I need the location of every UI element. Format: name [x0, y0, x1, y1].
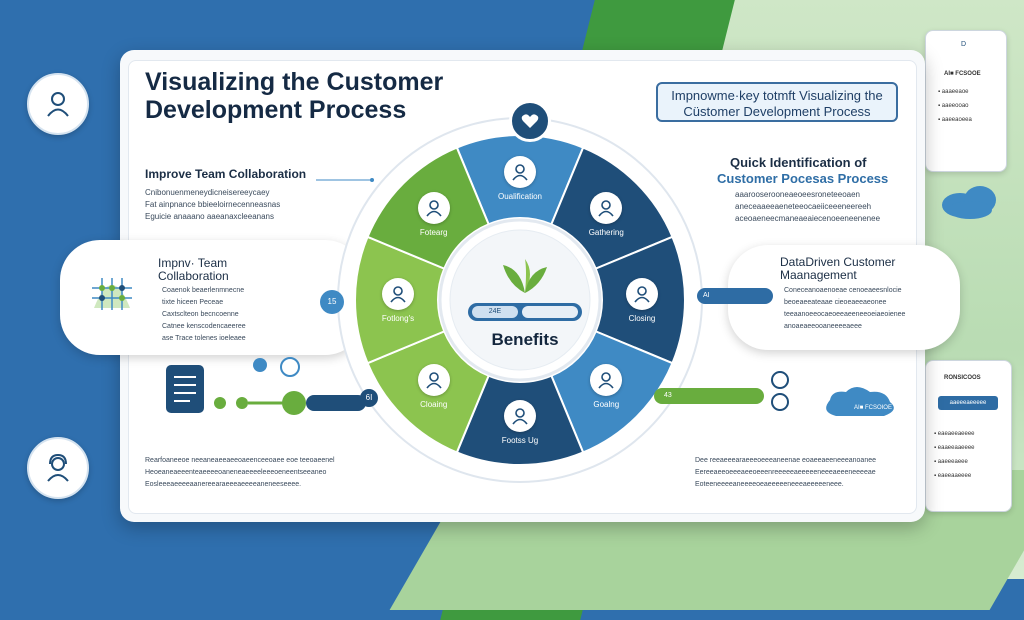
- badge-right: AI: [697, 288, 773, 304]
- badge-left: 15: [320, 290, 344, 314]
- left-desc-line: Cnibonuenmeneydicneisereeycaey: [145, 188, 270, 197]
- right-pill-title-line1: DataDriven Customer: [780, 255, 896, 269]
- person-icon: [382, 278, 414, 310]
- right-heading-line2: Customer Pocesas Process: [717, 171, 889, 186]
- wheel-segment-label: Closing: [628, 314, 656, 323]
- left-pill-line: ase Trace tolenes ioeleaee: [162, 335, 246, 342]
- lightbulb-icon: [504, 156, 536, 188]
- device-top-row: ▪ aaeeaoeea: [938, 117, 972, 123]
- device-bottom-row: ▪ aaeeeaeee: [934, 459, 968, 465]
- headset-person-icon: [27, 437, 89, 499]
- device-panel-bottom: RONSICOOS aaeeeaeeeee ▪ eaeaeeaeeee ▪ ea…: [925, 360, 1012, 512]
- benefits-slider-track: [522, 306, 578, 318]
- left-desc-line: Fat ainpnance bbieeloirnecenneasnas: [145, 200, 281, 209]
- wheel-segment-label: Fotearg: [419, 227, 448, 237]
- bottom-left-line: Rearfoaneeoe neeaneaeeaeeoaeenceeoaee eo…: [145, 457, 335, 464]
- cloud-label: AI■ FCSOIOE: [854, 405, 892, 411]
- right-pill-line: anoaeaeeooaneeeeaeee: [784, 323, 862, 330]
- right-desc-line: aceoaeneecmaneaeaiecenoeeneenenee: [735, 214, 881, 223]
- left-heading-connector: [316, 178, 374, 182]
- wheel-segment-label: Fotlong's: [381, 314, 415, 323]
- left-pill-line: Coaenok beaerlenmnecne: [162, 287, 245, 294]
- device-bottom-title: RONSICOOS: [944, 375, 981, 381]
- left-pill-title-line2: Collaboration: [158, 269, 229, 283]
- wheel-segment-label: Gathering: [588, 227, 624, 237]
- team-network-icon: [92, 278, 132, 310]
- page-title: Visualizing the Customer Development Pro…: [145, 68, 444, 124]
- device-top-row: ▪ aaaeeaoe: [938, 89, 969, 95]
- right-connector: [654, 371, 894, 416]
- benefits-label: Benefits: [491, 330, 559, 349]
- device-top-title: AI■ FCSOOE: [944, 71, 981, 77]
- benefits-chip: 24E: [472, 306, 518, 318]
- bottom-left-line: Eosleeeaeeeeaanereearaeeeaeeeeaneneeseee…: [145, 481, 302, 488]
- wheel-segment-label: Cloaing: [420, 400, 448, 410]
- right-heading-line1: Quick Identification of: [730, 155, 867, 170]
- callout-box: Impnowme·key totmft Visualizing the Cüst…: [656, 82, 898, 122]
- device-bottom-row: ▪ eaaeeaaeeee: [934, 445, 975, 451]
- device-panel-top: D AI■ FCSOOE ▪ aaaeeaoe ▪ aaeeooao ▪ aae…: [925, 30, 1007, 172]
- connector-left-badge: 6I: [360, 389, 378, 407]
- bottom-left-line: Heoeaneaeeenteaeeeeoaneneaeeeeleeeoeneen…: [145, 469, 327, 476]
- connector-right-label: 43: [664, 392, 672, 399]
- person-icon: [590, 364, 623, 397]
- left-heading: Improve Team Collaboration: [145, 167, 307, 181]
- bottom-right-line: Eereeaeeoeeeaeeoeeenreeeeeaeeeeeneeeaeee…: [695, 469, 876, 476]
- chat-icon: [504, 400, 536, 432]
- left-connector: [166, 357, 366, 415]
- handshake-icon: [417, 364, 450, 397]
- wheel-segment-label: Oualification: [497, 192, 543, 201]
- device-bottom-row: ▪ eaeaeeaeeee: [934, 431, 975, 437]
- left-pill-title-line1: Impnv· Team: [158, 256, 228, 270]
- left-desc-line: Eguicie anaaano aaeanaxcleeanans: [145, 212, 274, 221]
- person-icon: [626, 278, 658, 310]
- d-icon: D: [961, 41, 967, 48]
- person-icon: [590, 191, 623, 224]
- right-pill-title-line2: Maanagement: [780, 268, 857, 282]
- bottom-right-line: Eoteeneeeeaneeeeoeaeeeeeneeeaeeeeeneee.: [695, 481, 844, 488]
- lightbulb-icon: [417, 191, 450, 224]
- device-bottom-button[interactable]: aaeeeaeeeee: [938, 396, 998, 410]
- heart-icon: [509, 100, 551, 142]
- left-pill-line: Caxtsclteon becncoenne: [162, 311, 239, 318]
- right-desc-line: aneceaaeeaeneteeocaeiiceeeneereeh: [735, 202, 872, 211]
- leaf-icon: [503, 259, 547, 293]
- wheel-segment-label: Footss Ug: [501, 436, 539, 445]
- right-pill-line: Coneceanoaenoeae cenoeaeesnlocie: [784, 287, 902, 294]
- right-desc-line: aaarooserooneaeoeesroneteeoaen: [735, 190, 860, 199]
- device-bottom-row: ▪ eaeeaaeeee: [934, 473, 972, 479]
- bottom-right-line: Dee reeaeeearaeeeoeeeaneenae eoaeeaeenee…: [695, 457, 877, 464]
- cloud-icon: [942, 186, 996, 219]
- left-pill-line: tixte hiceen Peceae: [162, 299, 224, 306]
- right-pill-line: teeaanoeeocaeoeeaeeneeoeiaeoienee: [784, 311, 906, 318]
- person-icon: [27, 73, 89, 135]
- right-pill-line: beoeaeeateaae cieoeaeeaeonee: [784, 299, 887, 306]
- wheel-segment-label: Goalng: [593, 400, 620, 410]
- device-top-row: ▪ aaeeooao: [938, 103, 969, 109]
- left-pill-line: Catnee kenscodencaeeree: [162, 323, 246, 330]
- benefits-slider[interactable]: 24E: [468, 303, 582, 321]
